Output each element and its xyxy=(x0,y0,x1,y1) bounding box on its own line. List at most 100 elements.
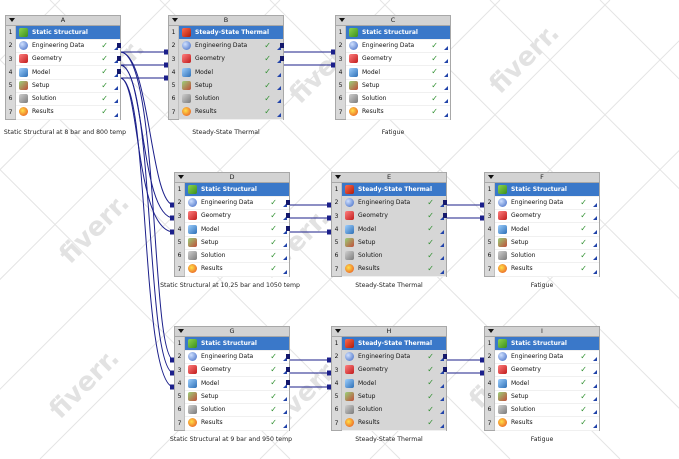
system-i-caption[interactable]: Fatigue xyxy=(530,436,554,443)
system-a-caption[interactable]: Static Structural at 8 bar and 800 temp xyxy=(3,129,127,136)
system-b-header[interactable]: B xyxy=(168,15,284,25)
system-i-header[interactable]: I xyxy=(484,326,600,336)
collapse-triangle-icon[interactable] xyxy=(335,329,341,333)
system-e-caption[interactable]: Steady-State Thermal xyxy=(355,282,423,289)
collapse-triangle-icon[interactable] xyxy=(178,329,184,333)
collapse-triangle-icon[interactable] xyxy=(172,18,178,22)
system-f-caption[interactable]: Fatigue xyxy=(530,282,554,289)
system-d-header[interactable]: D xyxy=(174,172,290,182)
system-h-caption[interactable]: Steady-State Thermal xyxy=(355,436,423,443)
system-b-caption[interactable]: Steady-State Thermal xyxy=(192,129,260,136)
system-e-header[interactable]: E xyxy=(331,172,447,182)
system-a-header[interactable]: A xyxy=(5,15,121,25)
collapse-triangle-icon[interactable] xyxy=(488,175,494,179)
system-c-header[interactable]: C xyxy=(335,15,451,25)
system-g-caption[interactable]: Static Structural at 9 bar and 950 temp xyxy=(169,436,293,443)
system-g-header[interactable]: G xyxy=(174,326,290,336)
collapse-triangle-icon[interactable] xyxy=(339,18,345,22)
system-c-caption[interactable]: Fatigue xyxy=(381,129,405,136)
system-f-header[interactable]: F xyxy=(484,172,600,182)
system-d-caption[interactable]: Static Structural at 10.25 bar and 1050 … xyxy=(160,282,300,289)
system-h-header[interactable]: H xyxy=(331,326,447,336)
collapse-triangle-icon[interactable] xyxy=(9,18,15,22)
collapse-triangle-icon[interactable] xyxy=(178,175,184,179)
collapse-triangle-icon[interactable] xyxy=(335,175,341,179)
collapse-triangle-icon[interactable] xyxy=(488,329,494,333)
geometry-icon xyxy=(19,54,28,64)
